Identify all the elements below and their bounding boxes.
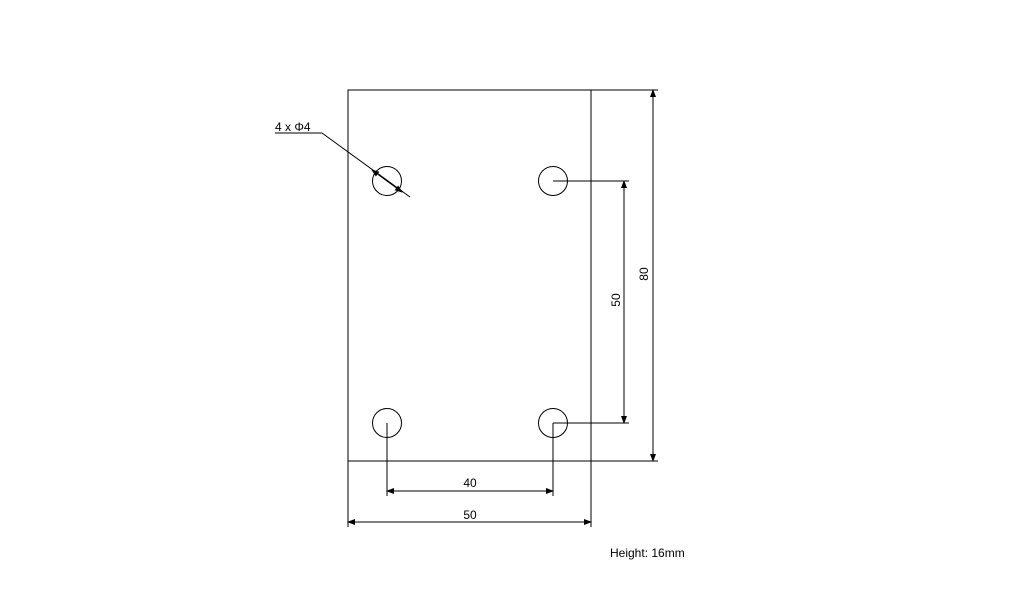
hole-top-right xyxy=(538,166,568,196)
diameter-line xyxy=(371,169,403,193)
dim-text-plate-width: 50 xyxy=(463,508,477,522)
callout-leader xyxy=(321,132,411,198)
plate-outline xyxy=(347,89,592,462)
hole-bottom-right xyxy=(538,408,568,438)
hole-bottom-left xyxy=(372,408,402,438)
height-note: Height: 16mm xyxy=(610,546,685,560)
hole-callout-text: 4 x Φ4 xyxy=(275,120,311,134)
dim-text-plate-height: 80 xyxy=(637,267,651,281)
dim-text-hole-spacing-v: 50 xyxy=(609,293,623,307)
dim-text-hole-spacing-h: 40 xyxy=(463,476,477,490)
